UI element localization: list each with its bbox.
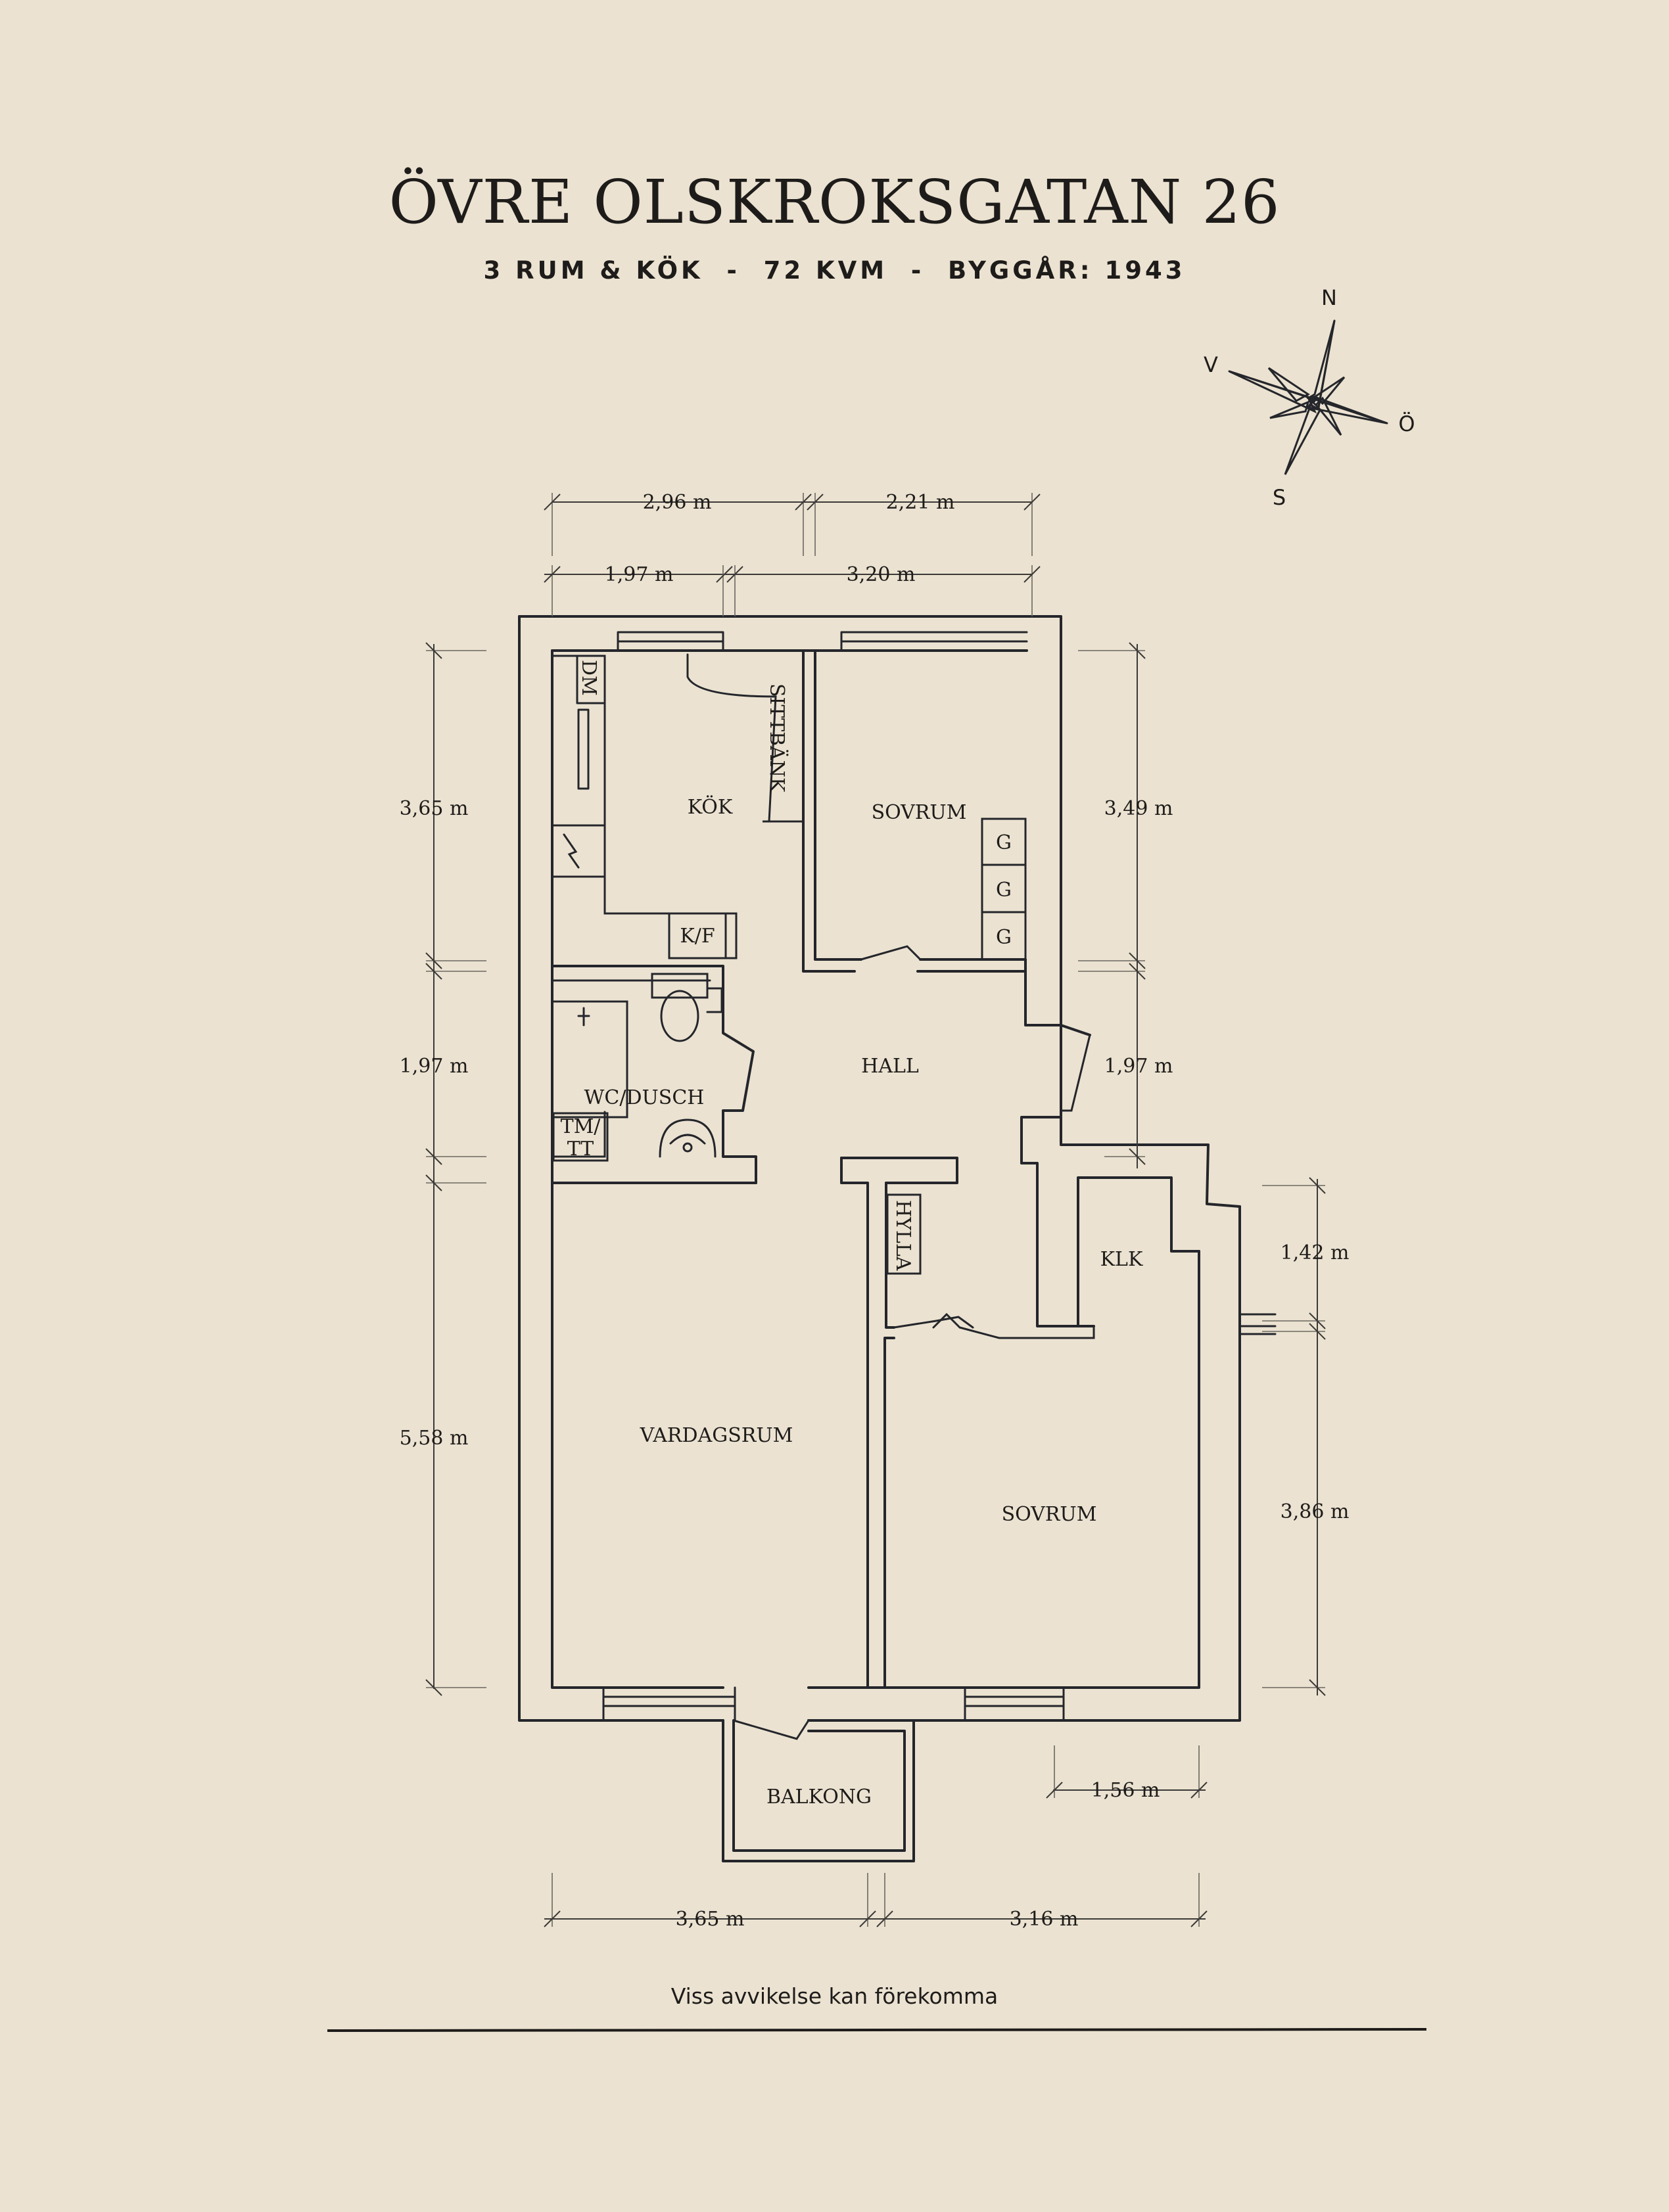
fixture-bench-label: SITTBÄNK xyxy=(765,683,789,793)
fixture-dishwasher-label: DM xyxy=(577,660,600,696)
dim-bottom-right: 3,16 m xyxy=(1010,1908,1079,1931)
dim-balcony-right: 1,56 m xyxy=(1091,1779,1160,1802)
compass-north-label: N xyxy=(1321,285,1337,310)
dim-left-living: 5,58 m xyxy=(400,1427,469,1450)
dimension-lines xyxy=(425,493,1326,1927)
room-label-bedroom-south: SOVRUM xyxy=(1002,1503,1097,1526)
footer-divider xyxy=(327,2028,1427,2032)
outer-walls xyxy=(518,615,1277,1722)
dim-right-bedroom: 3,49 m xyxy=(1104,797,1173,820)
dim-top-outer-left: 2,96 m xyxy=(643,491,712,514)
room-label-balcony: BALKONG xyxy=(766,1786,872,1809)
dim-right-hall: 1,97 m xyxy=(1104,1055,1173,1078)
room-label-kitchen: KÖK xyxy=(688,795,733,819)
dim-right-closet: 1,42 m xyxy=(1281,1241,1350,1264)
compass-icon xyxy=(1228,319,1388,475)
room-label-bedroom-north: SOVRUM xyxy=(872,801,967,824)
fixture-laundry-label-1: TM/ xyxy=(561,1115,601,1138)
dim-bottom-left: 3,65 m xyxy=(676,1908,745,1931)
room-label-bathroom: WC/DUSCH xyxy=(584,1086,705,1109)
fixture-wardrobe-2-label: G xyxy=(996,879,1012,902)
dim-top-outer-right: 2,21 m xyxy=(886,491,955,514)
dim-top-inner-left: 1,97 m xyxy=(605,563,674,586)
compass-east-label: Ö xyxy=(1398,411,1415,436)
room-label-living-room: VARDAGSRUM xyxy=(640,1424,793,1447)
dim-right-bedroom2: 3,86 m xyxy=(1281,1500,1350,1523)
fixture-wardrobe-3-label: G xyxy=(996,926,1012,949)
page-title: ÖVRE OLSKROKSGATAN 26 xyxy=(388,167,1281,237)
fixture-shelf-label: HYLLA xyxy=(891,1200,914,1271)
fixture-fridge-label: K/F xyxy=(680,925,715,948)
page-subtitle: 3 RUM & KÖK - 72 KVM - BYGGÅR: 1943 xyxy=(483,256,1186,285)
fixture-laundry-label-2: TT xyxy=(567,1138,594,1161)
fixture-wardrobe-1-label: G xyxy=(996,831,1012,854)
disclaimer-text: Viss avvikelse kan förekomma xyxy=(670,1983,999,2009)
room-label-walk-in-closet: KLK xyxy=(1100,1248,1143,1271)
compass-west-label: V xyxy=(1204,352,1218,377)
dim-left-kitchen: 3,65 m xyxy=(400,797,469,820)
room-label-hall: HALL xyxy=(861,1055,919,1078)
dim-top-inner-right: 3,20 m xyxy=(847,563,916,586)
dim-left-bath: 1,97 m xyxy=(400,1055,469,1078)
compass-south-label: S xyxy=(1273,485,1286,510)
interior-walls xyxy=(551,649,1095,1862)
